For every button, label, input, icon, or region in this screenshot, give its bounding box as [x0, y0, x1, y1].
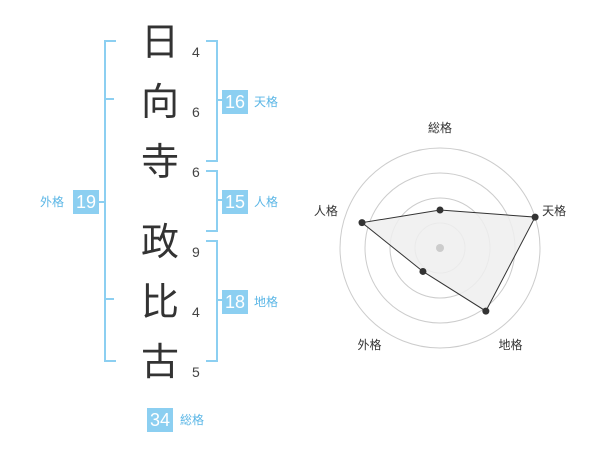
- radar-axis-label-2: 天格: [542, 203, 566, 218]
- stroke-count-4: 9: [192, 244, 200, 260]
- radar-axis-label-4: 外格: [357, 337, 381, 352]
- tenkaku-value: 16: [222, 90, 248, 114]
- name-char-2: 向: [140, 80, 179, 124]
- name-char-6: 古: [140, 340, 179, 384]
- name-char-1: 日: [140, 20, 179, 64]
- name-char-5: 比: [140, 280, 179, 324]
- gaikaku-value: 19: [73, 190, 99, 214]
- radar-point-1: [436, 206, 444, 214]
- gaikaku-label: 外格: [40, 195, 65, 209]
- tenkaku-bracket-connector: [216, 99, 224, 101]
- radar-point-4: [419, 267, 427, 275]
- jinkaku-value: 15: [222, 190, 248, 214]
- radar-axis-label-3: 地格: [499, 337, 523, 352]
- radar-axis-label-5: 人格: [314, 203, 338, 218]
- gaikaku-bracket-tick: [106, 98, 114, 100]
- stroke-count-3: 6: [192, 164, 200, 180]
- soukaku-label: 総格: [180, 413, 205, 427]
- radar-center: [436, 244, 444, 252]
- stroke-count-1: 4: [192, 44, 200, 60]
- gaikaku-bracket: [104, 40, 116, 362]
- radar-point-5: [358, 219, 366, 227]
- jinkaku-label: 人格: [254, 195, 279, 209]
- radar-area: [360, 209, 536, 312]
- radar-point-3: [482, 307, 490, 315]
- stroke-count-2: 6: [192, 104, 200, 120]
- chikaku-bracket: [206, 240, 218, 362]
- stroke-count-6: 5: [192, 364, 200, 380]
- gaikaku-bracket-connector: [96, 201, 104, 203]
- name-char-3: 寺: [140, 140, 179, 184]
- jinkaku-bracket: [206, 170, 218, 232]
- radar-point-2: [531, 213, 539, 221]
- chikaku-bracket-connector: [216, 299, 224, 301]
- jinkaku-bracket-connector: [216, 199, 224, 201]
- tenkaku-label: 天格: [254, 95, 279, 109]
- gaikaku-bracket-tick: [106, 298, 114, 300]
- radar-axis-label-1: 総格: [428, 120, 452, 135]
- tenkaku-bracket: [206, 40, 218, 162]
- chikaku-value: 18: [222, 290, 248, 314]
- radar-ring: [339, 147, 541, 349]
- name-char-4: 政: [140, 220, 179, 264]
- stroke-count-5: 4: [192, 304, 200, 320]
- chikaku-label: 地格: [254, 295, 279, 309]
- soukaku-value: 34: [147, 408, 173, 432]
